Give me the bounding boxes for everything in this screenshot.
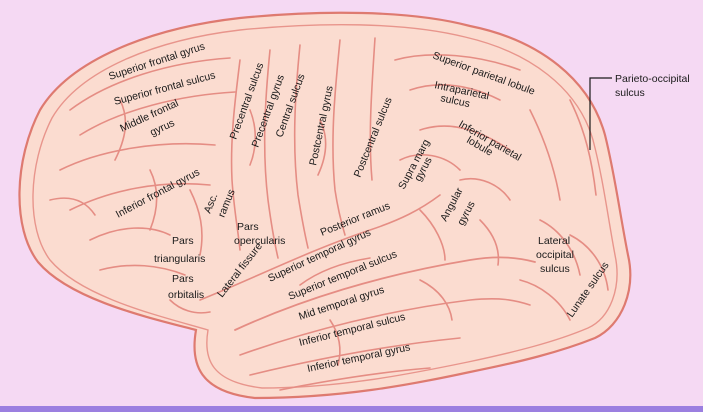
label-parieto-occipital-sulcus-1: Parieto-occipital <box>615 73 690 85</box>
label-pars-opercularis-1: Pars <box>237 221 259 233</box>
label-pars-triangularis-1: Pars <box>172 235 194 247</box>
label-pars-triangularis-2: triangularis <box>154 253 205 265</box>
gyri-lines <box>49 37 609 391</box>
label-lateral-occipital-sulcus-2: occipital <box>536 249 574 261</box>
bottom-border-bar <box>0 406 703 412</box>
label-lateral-occipital-sulcus-1: Lateral <box>538 235 570 247</box>
label-pars-opercularis-2: opercularis <box>234 235 285 247</box>
brain-inner-rim <box>32 23 618 389</box>
label-pars-orbitalis-1: Pars <box>172 273 194 285</box>
parieto-occipital-leader <box>589 77 612 150</box>
label-parieto-occipital-sulcus-2: sulcus <box>615 87 645 99</box>
label-pars-orbitalis-2: orbitalis <box>168 289 204 301</box>
label-lateral-occipital-sulcus-3: sulcus <box>540 263 570 275</box>
